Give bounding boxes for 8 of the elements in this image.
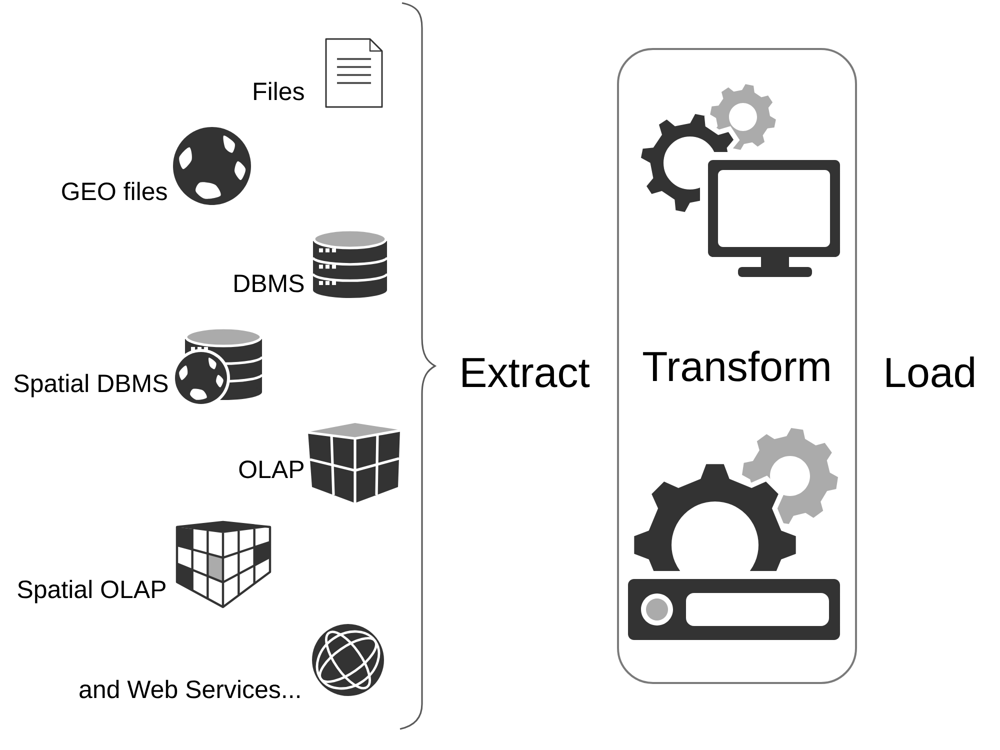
source-label: Spatial DBMS [14, 374, 168, 398]
source-label: Spatial OLAP [18, 580, 166, 604]
source-label: Files [254, 82, 304, 100]
process-box: Transform [617, 48, 857, 684]
source-label: DBMS [234, 274, 304, 292]
source-label: OLAP [239, 460, 304, 478]
source-label: GEO files [62, 182, 167, 200]
source-label: and Web Services... [80, 680, 300, 698]
